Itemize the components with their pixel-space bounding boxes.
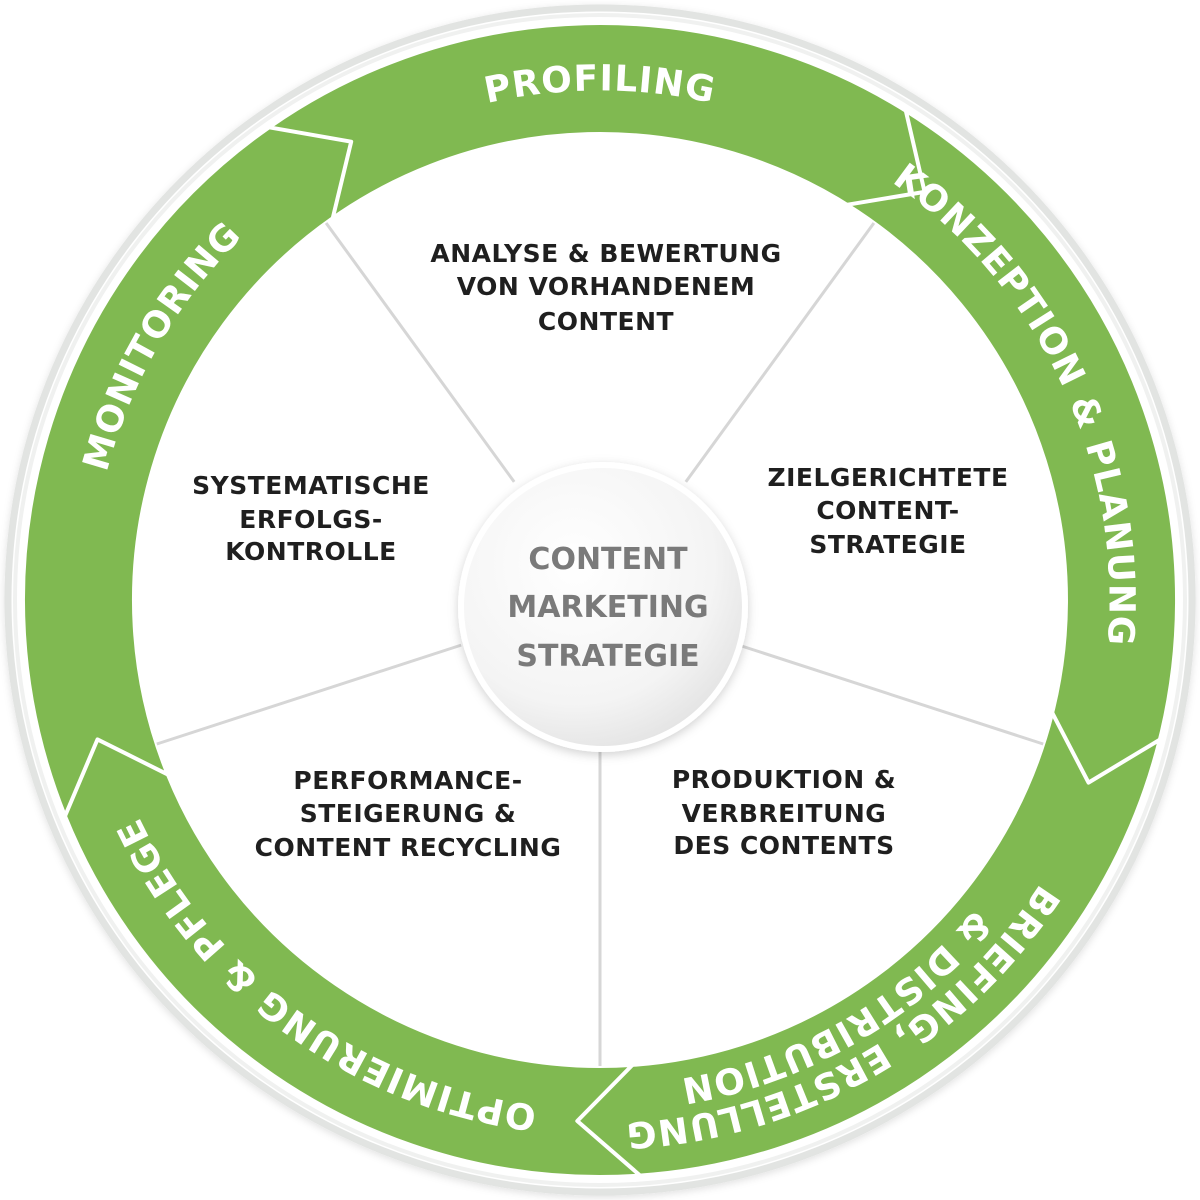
phase-3-description-line-2: VERBREITUNG — [682, 799, 887, 828]
segment-divider-3 — [738, 643, 1044, 746]
center-hub — [458, 462, 748, 752]
center-title-line-3: STRATEGIE — [516, 639, 699, 674]
segment-divider-5 — [156, 643, 462, 746]
phase-2-description-line-1: ZIELGERICHTETE — [767, 463, 1008, 492]
phase-1-description-line-1: ANALYSE & BEWERTUNG — [430, 239, 781, 268]
phase-1-description-line-2: VON VORHANDENEM — [457, 272, 756, 301]
segment-divider-1 — [324, 222, 516, 483]
phase-3-description-line-1: PRODUKTION & — [672, 765, 896, 794]
phase-5-description-line-3: KONTROLLE — [225, 537, 396, 566]
segment-divider-2 — [684, 222, 876, 483]
phase-3-description-line-3: DES CONTENTS — [673, 831, 894, 860]
phase-4-description-line-3: CONTENT RECYCLING — [255, 833, 562, 862]
phase-1-description-line-3: CONTENT — [538, 307, 674, 336]
phase-4-description-line-1: PERFORMANCE- — [293, 766, 522, 795]
phase-2-description-line-2: CONTENT- — [816, 496, 959, 525]
phase-2-description-line-3: STRATEGIE — [809, 530, 966, 559]
phase-4-description-line-2: STEIGERUNG & — [300, 799, 517, 828]
phase-5-description-line-2: ERFOLGS- — [239, 505, 383, 534]
segment-dividers — [156, 222, 1044, 1066]
outer-ring-border-inner — [13, 13, 1187, 1187]
phase-5-description-line-1: SYSTEMATISCHE — [192, 471, 430, 500]
center-title-line-2: MARKETING — [507, 590, 708, 625]
inner-labels: ANALYSE & BEWERTUNG VON VORHANDENEM CONTEN… — [192, 239, 1008, 862]
center-title-line-1: CONTENT — [528, 542, 688, 577]
